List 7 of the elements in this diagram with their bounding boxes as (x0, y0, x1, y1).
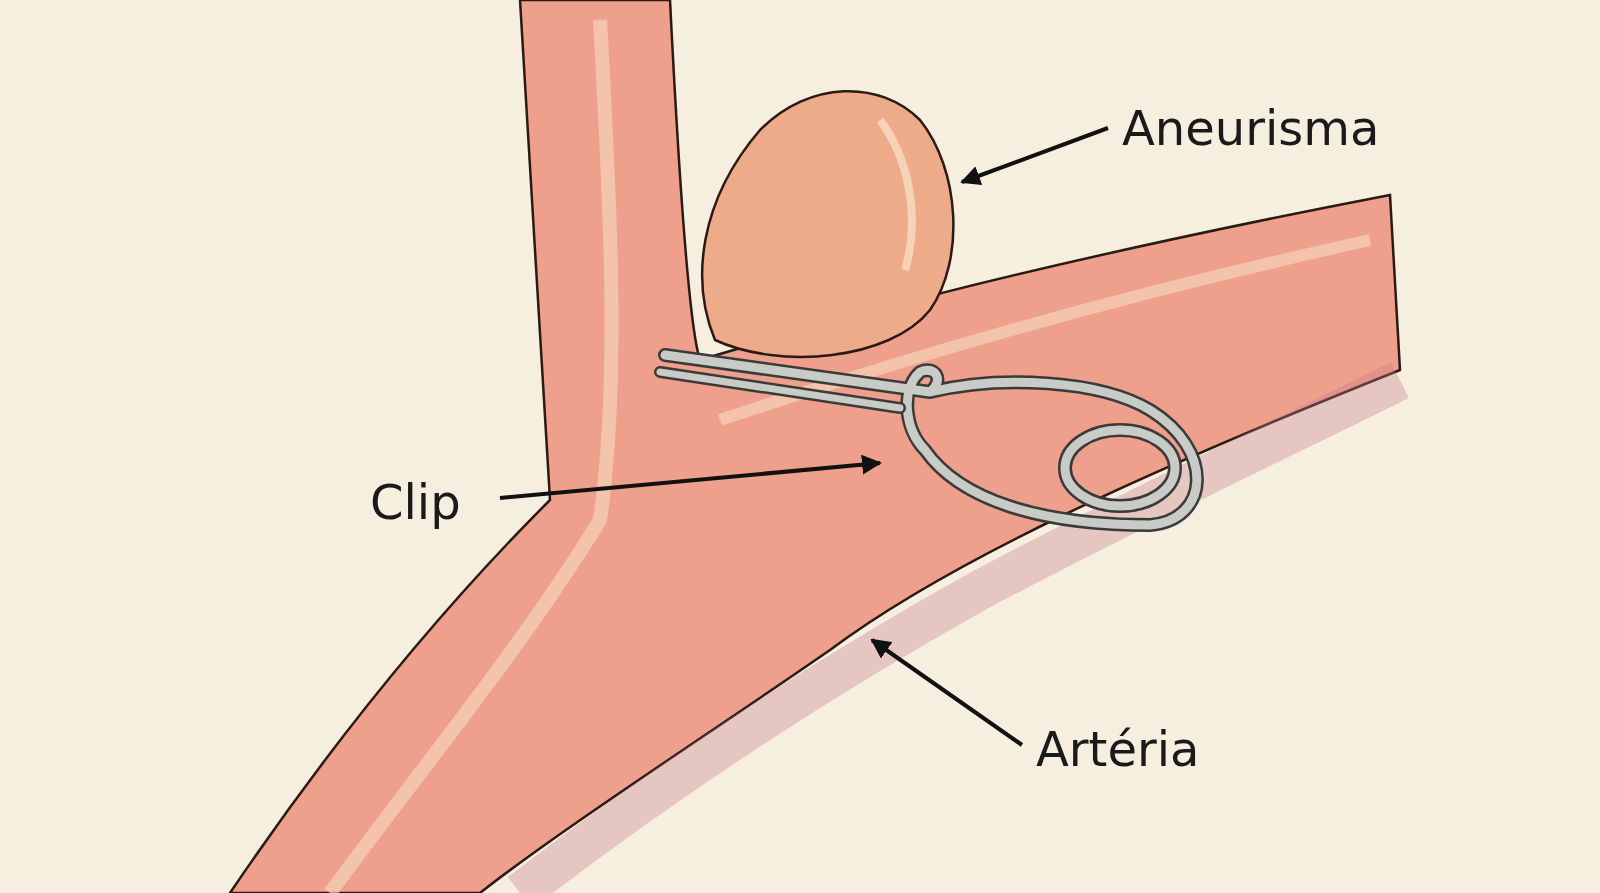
leader-arrow (960, 126, 1109, 186)
aneurysm-drawing (700, 90, 955, 358)
part-label: Artéria (1036, 725, 1200, 773)
part-label: Aneurisma (1122, 104, 1380, 152)
leader-arrow (499, 454, 882, 500)
leader-arrow (870, 638, 1024, 747)
clip-drawing (654, 348, 1204, 532)
